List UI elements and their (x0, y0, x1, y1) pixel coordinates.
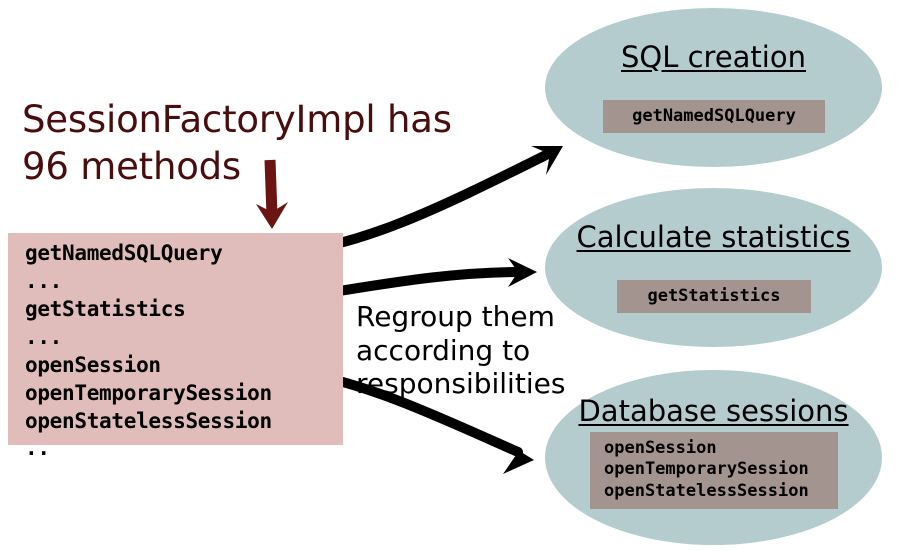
regroup-annotation: Regroup them according to responsibiliti… (356, 300, 566, 401)
group-ellipse-shape (545, 188, 882, 347)
source-method-list-box: getNamedSQLQuery ... getStatistics ... o… (8, 233, 343, 460)
group-method-list: getNamedSQLQuery (603, 100, 825, 134)
group-sql-creation: SQL creation getNamedSQLQuery (545, 8, 882, 167)
source-class-heading: SessionFactoryImpl has 96 methods (22, 98, 452, 189)
method-count-pointer-arrow (256, 159, 288, 229)
group-title: Calculate statistics (576, 220, 851, 254)
group-method-list: openSession openTemporarySession openSta… (590, 432, 838, 510)
group-title: SQL creation (620, 40, 806, 74)
group-method-list: getStatistics (617, 280, 811, 314)
group-title: Database sessions (578, 394, 849, 428)
source-method-list: getNamedSQLQuery ... getStatistics ... o… (25, 241, 272, 461)
group-ellipse-shape (545, 8, 882, 167)
group-calculate-statistics: Calculate statistics getStatistics (545, 188, 882, 347)
group-database-sessions: Database sessions openSession openTempor… (545, 370, 882, 545)
